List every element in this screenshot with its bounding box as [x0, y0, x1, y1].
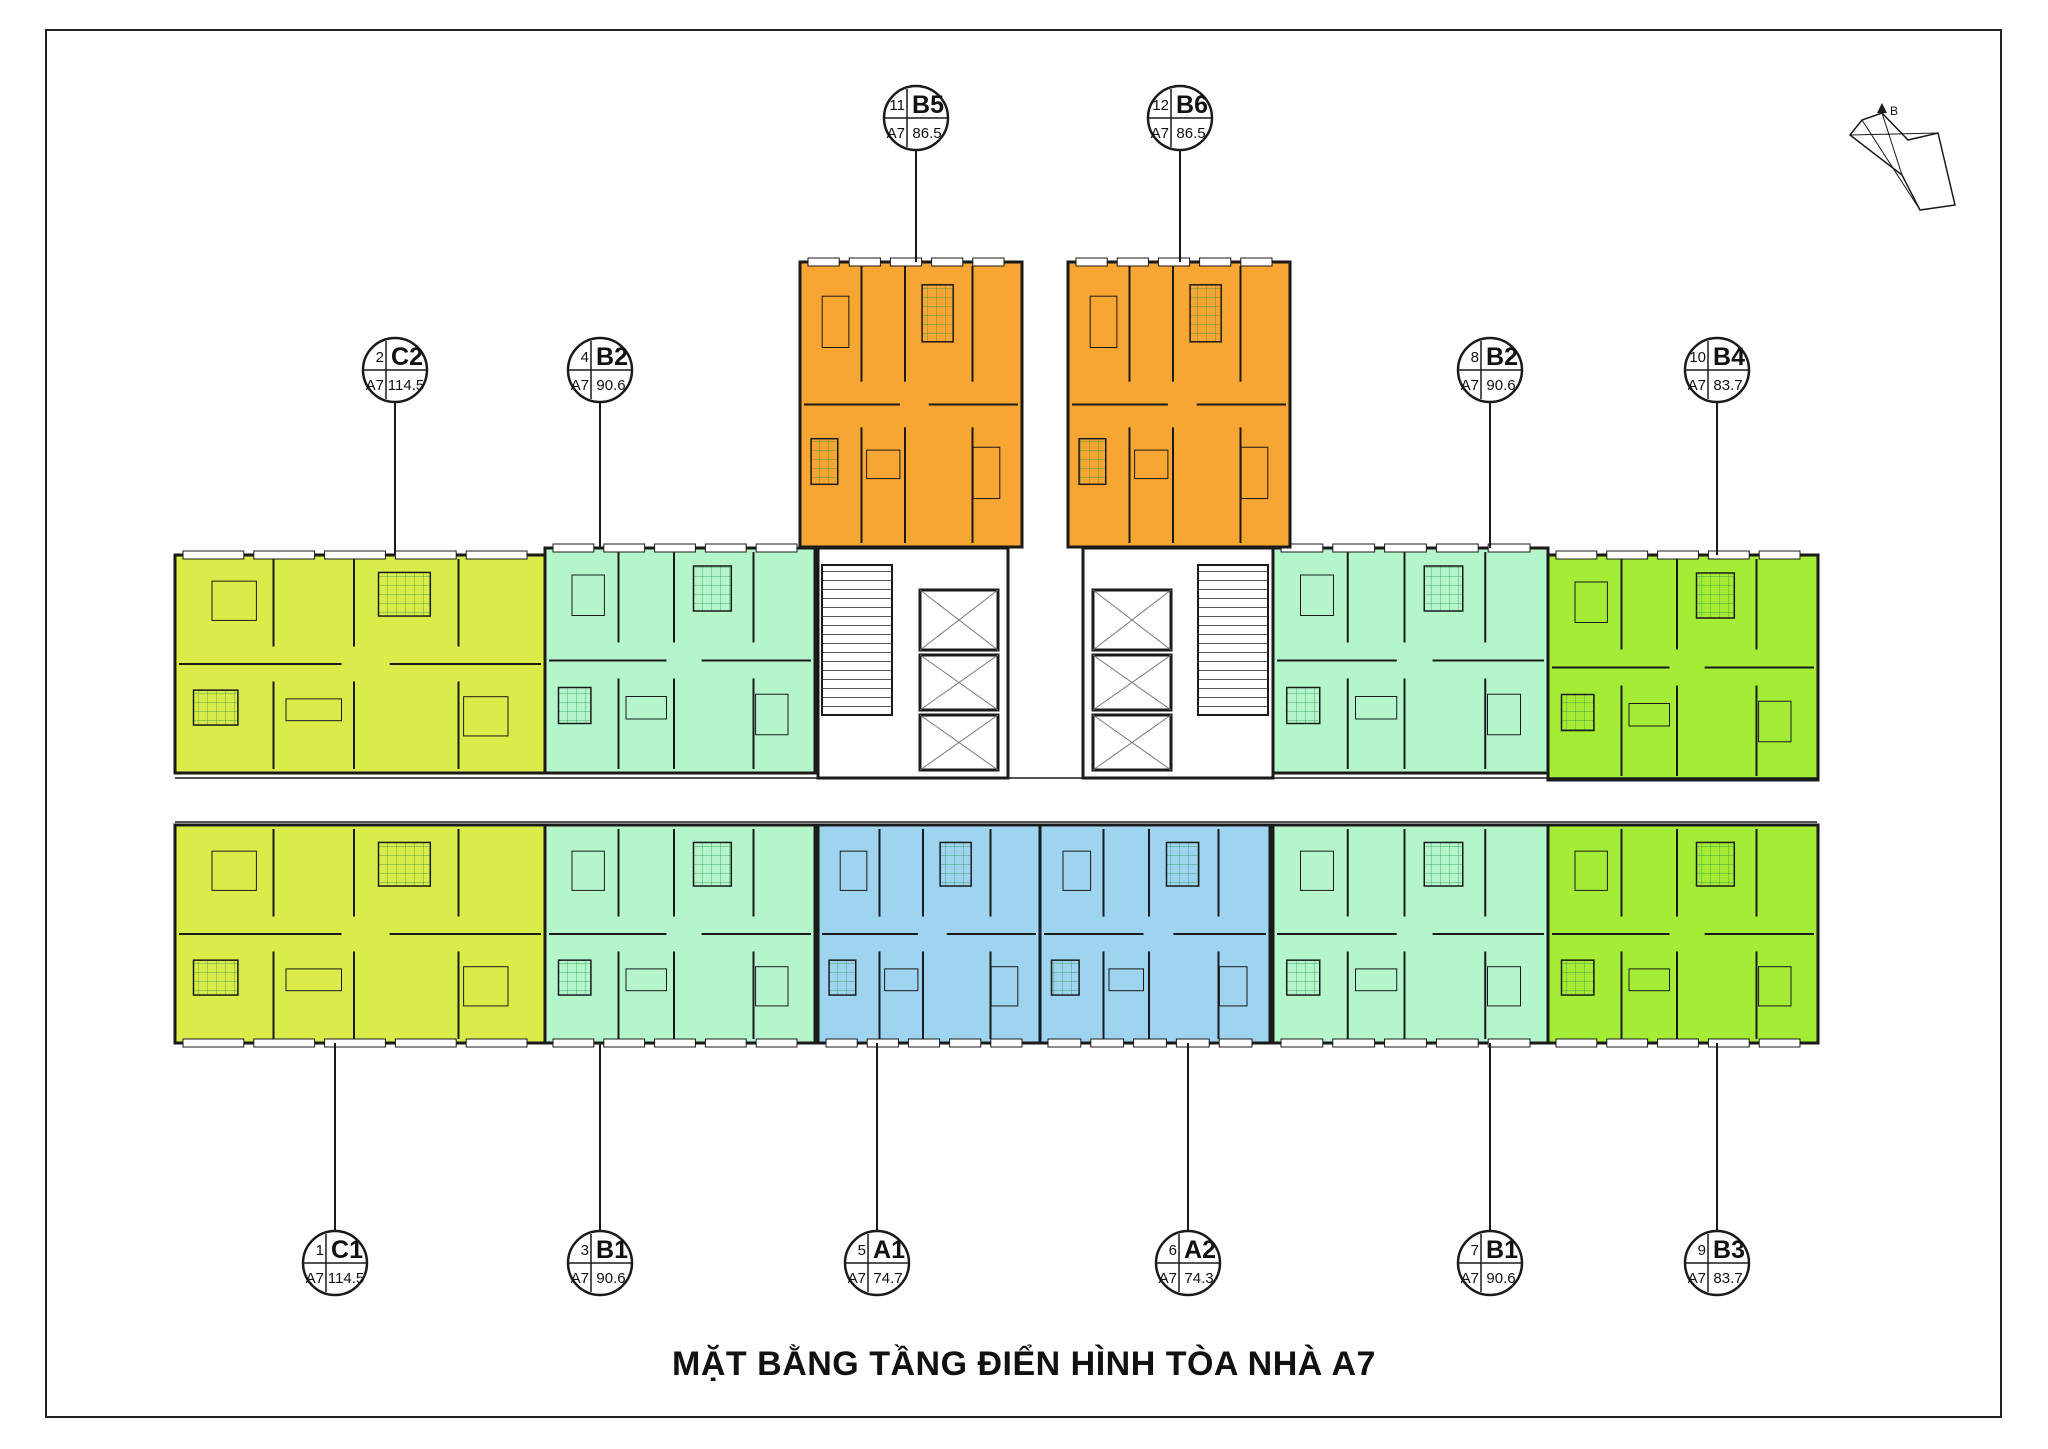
north-label: B: [1890, 104, 1898, 118]
unit-type-code: B1: [596, 1236, 628, 1264]
unit-number: 5: [858, 1242, 866, 1259]
north-arrow-icon: B: [1848, 103, 1956, 211]
corridor: [175, 777, 1817, 823]
unit-block-c1: [173, 823, 547, 1048]
unit-block-b4: [1546, 550, 1820, 782]
building-core: [816, 546, 1275, 780]
unit-type-code: B5: [912, 91, 944, 119]
unit-area: 90.6: [596, 1270, 625, 1287]
drawing-title: MẶT BẰNG TẦNG ĐIỂN HÌNH TÒA NHÀ A7: [672, 1345, 1376, 1383]
building-code: A7: [1688, 1270, 1706, 1287]
building-code: A7: [887, 125, 905, 142]
unit-number: 4: [581, 349, 589, 366]
unit-type-code: B1: [1486, 1236, 1518, 1264]
unit-block-a1: [816, 823, 1042, 1048]
unit-area: 83.7: [1713, 377, 1742, 394]
unit-block-c2: [173, 550, 547, 775]
building-code: A7: [571, 377, 589, 394]
unit-type-code: B2: [596, 343, 628, 371]
unit-block-b1: [543, 823, 817, 1048]
unit-block-b1: [1271, 823, 1550, 1048]
unit-type-code: B4: [1713, 343, 1745, 371]
unit-number: 8: [1471, 349, 1479, 366]
unit-type-code: A1: [873, 1236, 905, 1264]
unit-block-b2: [1271, 543, 1550, 775]
unit-type-code: B3: [1713, 1236, 1745, 1264]
unit-area: 74.7: [873, 1270, 902, 1287]
drawing-border: [45, 29, 2002, 1418]
building-code: A7: [366, 377, 384, 394]
building-code: A7: [1461, 1270, 1479, 1287]
building-code: A7: [1151, 125, 1169, 142]
stair-right: [1197, 564, 1269, 716]
unit-number: 2: [376, 349, 384, 366]
building-code: A7: [848, 1270, 866, 1287]
building-code: A7: [306, 1270, 324, 1287]
unit-number: 7: [1471, 1242, 1479, 1259]
unit-number: 10: [1689, 349, 1706, 366]
unit-number: 3: [581, 1242, 589, 1259]
building-code: A7: [1688, 377, 1706, 394]
unit-number: 6: [1169, 1242, 1177, 1259]
unit-block-b6: [1066, 257, 1292, 549]
unit-number: 9: [1698, 1242, 1706, 1259]
unit-type-code: B2: [1486, 343, 1518, 371]
unit-area: 90.6: [1486, 377, 1515, 394]
unit-block-b3: [1546, 823, 1820, 1048]
unit-block-b2: [543, 543, 817, 775]
unit-area: 90.6: [596, 377, 625, 394]
unit-area: 74.3: [1184, 1270, 1213, 1287]
unit-area: 90.6: [1486, 1270, 1515, 1287]
unit-number: 11: [889, 97, 905, 114]
unit-number: 1: [316, 1242, 324, 1259]
apartment-blocks: [173, 257, 1820, 1048]
building-code: A7: [571, 1270, 589, 1287]
unit-area: 86.5: [912, 125, 941, 142]
stair-left: [821, 564, 893, 716]
tag-leader-lines: [334, 150, 1718, 1231]
building-code: A7: [1461, 377, 1479, 394]
unit-area: 114.5: [388, 377, 424, 394]
unit-type-code: C1: [331, 1236, 363, 1264]
unit-type-code: C2: [391, 343, 423, 371]
unit-area: 83.7: [1713, 1270, 1742, 1287]
unit-area: 86.5: [1176, 125, 1205, 142]
building-code: A7: [1159, 1270, 1177, 1287]
unit-block-b5: [798, 257, 1024, 549]
unit-number: 12: [1152, 97, 1169, 114]
unit-area: 114.5: [328, 1270, 364, 1287]
unit-block-a2: [1038, 823, 1272, 1048]
unit-type-code: A2: [1184, 1236, 1216, 1264]
unit-type-code: B6: [1176, 91, 1208, 119]
